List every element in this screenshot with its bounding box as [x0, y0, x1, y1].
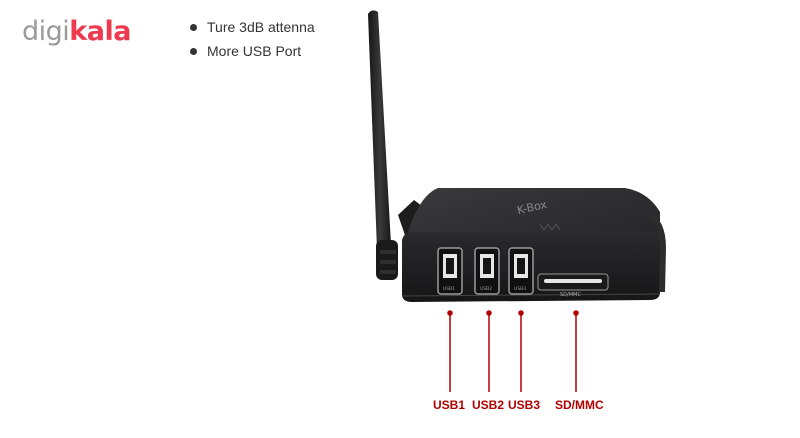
logo-part-kala: kala — [69, 16, 131, 47]
bullet-icon — [190, 23, 197, 31]
usb2-small-label: USB2 — [480, 286, 492, 292]
usb-port-3: USB3 — [508, 247, 534, 295]
usb-port-2: USB2 — [474, 247, 500, 295]
usb3-label: USB3 — [508, 398, 541, 412]
callout-lines — [447, 310, 579, 392]
feature-item: Ture 3dB attenna — [190, 15, 315, 39]
antenna-icon — [368, 10, 398, 280]
usb1-label: USB1 — [433, 398, 466, 412]
sd-mmc-label: SD/MMC — [555, 398, 604, 412]
feature-list: Ture 3dB attenna More USB Port — [190, 15, 315, 63]
digikala-logo: digikala — [22, 16, 131, 47]
bullet-icon — [190, 47, 197, 55]
svg-text:K-Box: K-Box — [516, 198, 549, 217]
usb-port-1: USB1 — [437, 247, 463, 295]
usb1-small-label: USB1 — [443, 286, 455, 292]
logo-part-digi: digi — [22, 16, 70, 47]
sd-card-slot: SD/MMC — [537, 273, 609, 298]
brand-text-on-box: K-Box — [516, 198, 549, 217]
usb3-small-label: USB3 — [514, 286, 526, 292]
feature-item: More USB Port — [190, 39, 315, 63]
feature-text: Ture 3dB attenna — [207, 19, 315, 35]
sd-small-label: SD/MMC — [560, 292, 581, 298]
usb2-label: USB2 — [472, 398, 505, 412]
feature-text: More USB Port — [207, 43, 302, 59]
